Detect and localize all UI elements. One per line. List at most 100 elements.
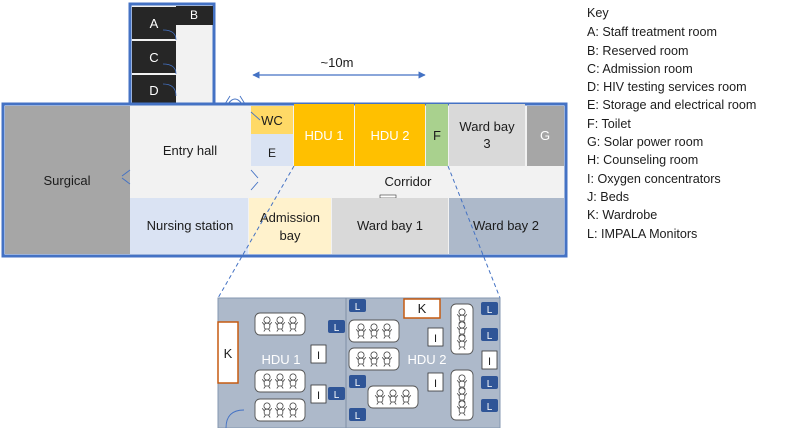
concentrator-hdu1-1 xyxy=(310,344,327,364)
room-ward-bay-2 xyxy=(449,198,564,254)
legend-title: Key xyxy=(587,6,609,20)
concentrator-hdu2-1-label: I xyxy=(434,333,437,345)
room-nursing-station xyxy=(130,198,248,254)
surgical-door xyxy=(121,169,131,185)
room-d-label: D xyxy=(149,83,158,98)
detail-door-hdu-1 xyxy=(225,409,245,428)
scale-label: ~10m xyxy=(321,55,354,70)
room-c-label: C xyxy=(149,50,158,65)
room-e xyxy=(251,134,293,166)
legend-item-e: E: Storage and electrical room xyxy=(587,98,757,113)
wardrobe-hdu-1-label: K xyxy=(224,346,233,361)
room-hdu-2-label: HDU 2 xyxy=(370,128,409,143)
room-a xyxy=(132,7,176,39)
room-admission-bay xyxy=(249,198,331,254)
bed-hdu2-1 xyxy=(349,320,399,342)
east-door xyxy=(250,169,259,191)
monitor-hdu2-2 xyxy=(349,375,366,388)
legend-item-k: K: Wardrobe xyxy=(587,208,658,223)
monitor-hdu1-1 xyxy=(328,320,345,333)
wardrobe-hdu-1 xyxy=(217,321,239,384)
monitor-hdu2-6 xyxy=(481,376,498,389)
room-ward-bay-3-label-line2: 3 xyxy=(483,136,490,151)
room-admission-bay-label-line2: bay xyxy=(280,228,301,243)
detail-hdu-2-label: HDU 2 xyxy=(407,352,446,367)
wc-door xyxy=(250,111,261,121)
room-ward-bay-2-label: Ward bay 2 xyxy=(473,218,539,233)
room-b xyxy=(176,6,213,25)
monitor-hdu2-1-label: L xyxy=(355,302,361,313)
monitor-hdu2-3-label: L xyxy=(355,411,361,422)
concentrator-hdu2-2 xyxy=(427,372,444,392)
room-entry-hall-label: Entry hall xyxy=(163,143,217,158)
wardrobe-hdu-2 xyxy=(403,298,441,319)
monitor-hdu1-2 xyxy=(328,387,345,400)
room-surgical xyxy=(5,106,130,254)
concentrator-hdu2-1 xyxy=(427,327,444,347)
legend-item-j: J: Beds xyxy=(587,189,629,204)
room-f xyxy=(426,104,448,166)
concentrator-hdu1-1-label: I xyxy=(317,350,320,362)
bed-hdu2-3 xyxy=(368,386,418,408)
legend-key: Key A: Staff treatment room B: Reserved … xyxy=(587,4,783,243)
room-g xyxy=(527,106,564,166)
monitor-hdu2-4 xyxy=(481,302,498,315)
monitor-hdu1-2-label: L xyxy=(334,390,340,401)
room-hdu-1 xyxy=(294,104,354,166)
monitor-hdu2-7 xyxy=(481,399,498,412)
legend-item-h: H: Counseling room xyxy=(587,153,699,168)
concentrator-hdu2-2-label: I xyxy=(434,378,437,390)
room-ward-bay-3-label-line1: Ward bay xyxy=(459,119,515,134)
monitor-hdu2-5-label: L xyxy=(487,331,493,342)
room-surgical-label: Surgical xyxy=(44,173,91,188)
legend-item-l: L: IMPALA Monitors xyxy=(587,226,698,241)
room-hdu-1-label: HDU 1 xyxy=(304,128,343,143)
monitor-hdu2-4-label: L xyxy=(487,305,493,316)
bed-hdu2-4 xyxy=(451,304,473,354)
room-ward-bay-3 xyxy=(449,104,525,166)
room-c xyxy=(132,41,176,73)
corridor-pillar xyxy=(379,194,397,199)
room-wc-label: WC xyxy=(261,113,283,128)
concentrator-hdu2-3 xyxy=(481,350,498,370)
detail-hdu-1-label: HDU 1 xyxy=(261,352,300,367)
concentrator-hdu2-3-label: I xyxy=(488,356,491,368)
concentrator-hdu1-2 xyxy=(310,384,327,404)
bed-hdu2-5 xyxy=(451,370,473,420)
bed-hdu2-2 xyxy=(349,348,399,370)
monitor-hdu2-6-label: L xyxy=(487,379,493,390)
room-ward-bay-1-label: Ward bay 1 xyxy=(357,218,423,233)
concentrator-hdu1-2-label: I xyxy=(317,390,320,402)
legend-item-a: A: Staff treatment room xyxy=(587,25,717,40)
monitor-hdu2-5 xyxy=(481,328,498,341)
room-f-label: F xyxy=(433,128,441,143)
room-wc xyxy=(251,106,293,134)
legend-item-f: F: Toilet xyxy=(587,116,631,131)
legend-item-b: B: Reserved room xyxy=(587,43,689,58)
room-hdu-2 xyxy=(355,104,425,166)
corridor-label: Corridor xyxy=(385,174,433,189)
room-ward-bay-1 xyxy=(332,198,448,254)
monitor-hdu2-3 xyxy=(349,408,366,421)
bed-hdu1-3 xyxy=(255,399,305,421)
room-d xyxy=(132,75,176,106)
zoom-guide-right xyxy=(447,165,501,299)
legend-item-c: C: Admission room xyxy=(587,61,693,76)
room-admission-bay-label-line1: Admission xyxy=(260,210,320,225)
legend-item-d: D: HIV testing services room xyxy=(587,80,747,95)
monitor-hdu2-2-label: L xyxy=(355,378,361,389)
legend-item-i: I: Oxygen concentrators xyxy=(587,171,721,186)
bed-hdu1-1 xyxy=(255,313,305,335)
monitor-hdu1-1-label: L xyxy=(334,323,340,334)
room-a-label: A xyxy=(150,16,159,31)
monitor-hdu2-7-label: L xyxy=(487,402,493,413)
room-b-label: B xyxy=(190,8,198,22)
monitor-hdu2-1 xyxy=(349,299,366,312)
bed-hdu1-2 xyxy=(255,370,305,392)
room-nursing-station-label: Nursing station xyxy=(147,218,234,233)
room-g-label: G xyxy=(540,128,550,143)
wardrobe-hdu-2-label: K xyxy=(418,301,427,316)
legend-item-g: G: Solar power room xyxy=(587,135,704,150)
entry-door xyxy=(224,95,246,105)
